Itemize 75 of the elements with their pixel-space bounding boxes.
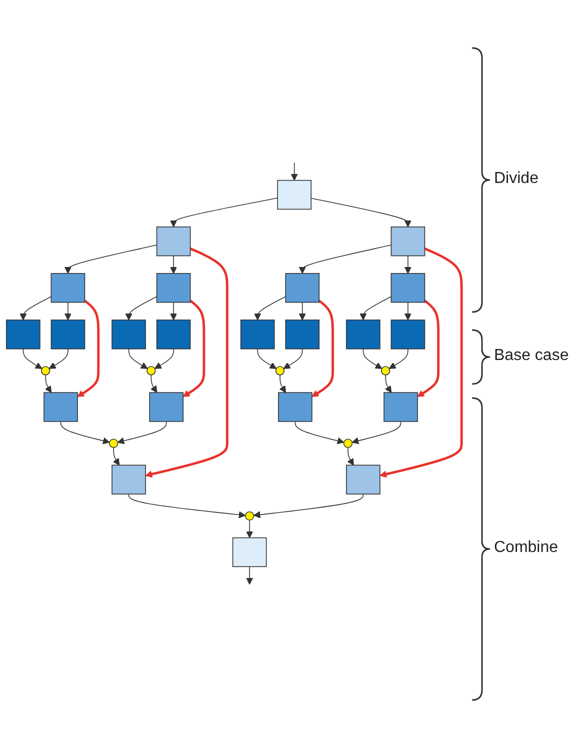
node-box [278,392,312,422]
arrow [283,348,303,369]
arrow [117,421,167,444]
arrow [352,421,402,444]
arrow [347,447,354,466]
node-box [240,320,275,350]
node-box [346,320,380,350]
arrow [150,374,158,393]
node-box [156,226,191,256]
node-box [232,537,267,568]
node-box [112,320,146,350]
node-box [277,180,312,210]
arrow [362,348,382,369]
arrow [125,296,158,320]
arrow [128,494,246,518]
node-circle [40,366,50,376]
arrow [145,248,228,478]
arrow [48,348,68,369]
arrow [290,162,298,181]
arrow [246,566,254,585]
node-circle [275,366,285,376]
arrow [417,300,440,397]
node-box [50,320,86,350]
arrow [170,302,178,320]
arrow [298,302,306,320]
node-box [112,464,146,494]
arrow [20,296,52,320]
arrow [182,300,206,397]
node-box [44,392,78,422]
arrow [112,447,120,466]
node-circle [108,438,118,448]
arrow [404,255,412,274]
arrow [64,244,158,274]
node-box [156,273,191,303]
arrow [64,302,72,320]
arrow [298,244,392,274]
node-box [50,273,86,303]
arrow [388,348,408,369]
stage-label: Base case [494,347,569,365]
arrow [44,374,52,393]
node-box [285,320,320,350]
arrow [279,374,286,393]
arrow [60,421,110,444]
stage-label: Combine [494,539,558,557]
node-box [390,273,426,303]
node-box [149,392,184,422]
arrow [170,255,178,274]
arrow [384,374,392,393]
arrow [312,300,334,397]
node-box [384,392,418,422]
node-circle [343,438,353,448]
stage-label: Divide [494,170,538,188]
arrow [22,348,42,369]
node-circle [380,366,390,376]
arrow [294,421,344,444]
arrow [253,494,364,518]
node-box [390,320,426,350]
arrow [254,296,286,320]
arrow [154,348,174,369]
arrow [77,300,100,397]
node-box [156,320,191,350]
arrow [257,348,277,369]
arrow [404,302,412,320]
arrow [310,198,412,228]
arrow [128,348,148,369]
node-box [390,226,426,256]
node-circle [244,511,254,521]
arrow [360,296,392,320]
node-box [6,320,40,350]
node-box [346,464,380,494]
arrow [170,198,278,228]
node-circle [146,366,156,376]
node-box [285,273,320,303]
arrow [246,520,254,538]
arrow [380,248,463,478]
